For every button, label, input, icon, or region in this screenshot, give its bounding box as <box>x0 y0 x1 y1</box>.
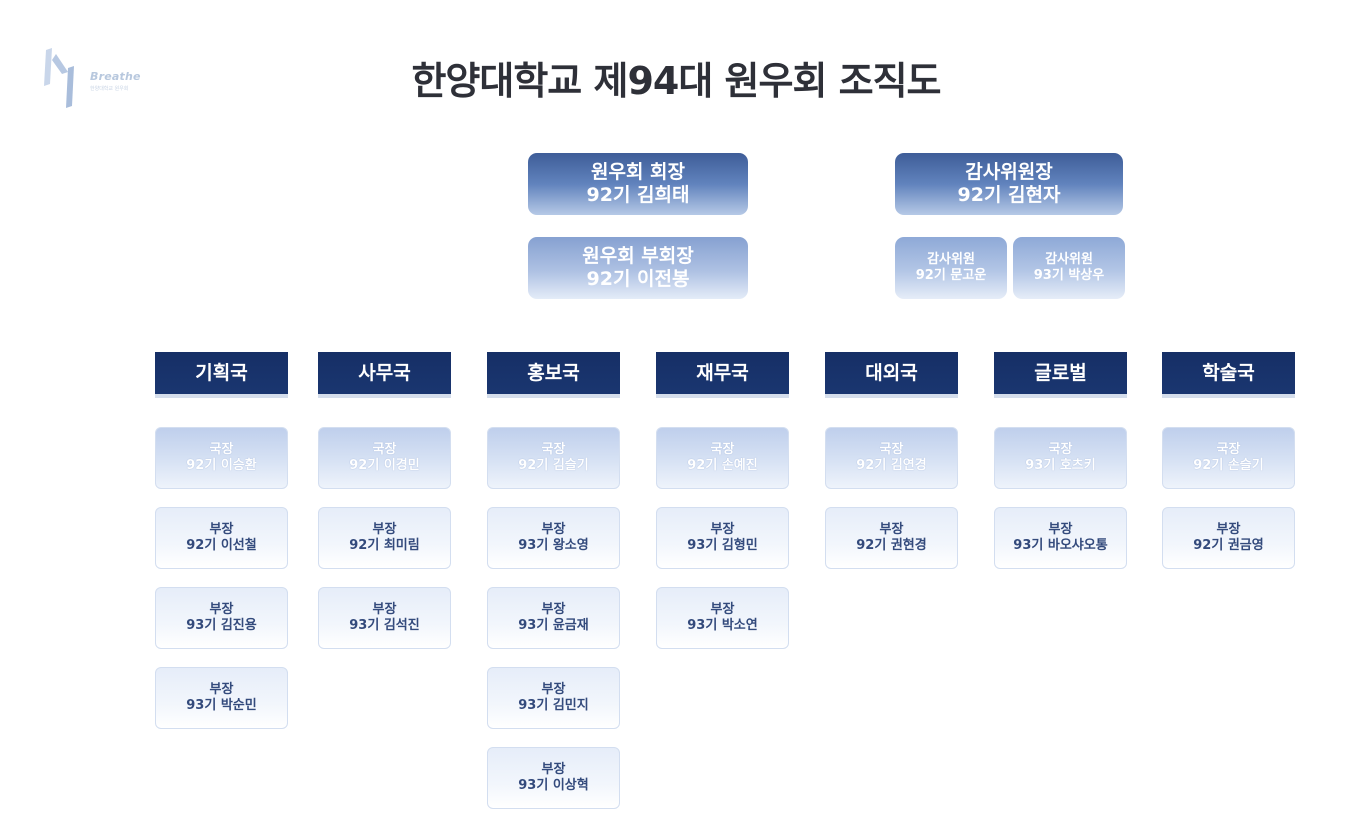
member-role: 부장 <box>1048 522 1073 538</box>
member-role: 부장 <box>1216 522 1241 538</box>
department-header: 글로벌 <box>994 352 1127 394</box>
breathe-logo-icon <box>44 48 74 108</box>
member-role: 부장 <box>541 602 566 618</box>
auditor-box: 감사위원 92기 문고운 <box>895 237 1007 299</box>
member-person: 92기 김연경 <box>856 458 927 473</box>
member-role: 부장 <box>209 522 234 538</box>
member-person: 93기 이상혁 <box>518 778 589 793</box>
audit-chair-person: 92기 김현자 <box>957 184 1061 206</box>
auditor-box: 감사위원 93기 박상우 <box>1013 237 1125 299</box>
member-role: 부장 <box>541 522 566 538</box>
member-role: 부장 <box>209 682 234 698</box>
member-person: 93기 김석진 <box>349 618 420 633</box>
auditor-person: 92기 문고운 <box>915 268 987 283</box>
member-role: 국장 <box>710 442 735 458</box>
member-person: 93기 박순민 <box>186 698 257 713</box>
member-role: 국장 <box>372 442 397 458</box>
member-person: 93기 김진용 <box>186 618 257 633</box>
member-person: 93기 왕소영 <box>518 538 589 553</box>
member-person: 92기 김슬기 <box>518 458 589 473</box>
president-box: 원우회 회장 92기 김희태 <box>528 153 748 215</box>
president-role: 원우회 회장 <box>590 161 685 184</box>
member-person: 93기 김민지 <box>518 698 589 713</box>
member-person: 92기 손예진 <box>687 458 758 473</box>
member-person: 92기 이경민 <box>349 458 420 473</box>
vice-president-person: 92기 이전봉 <box>586 268 690 290</box>
breathe-logo: Breathe 한양대학교 원우회 <box>38 44 168 110</box>
member-person: 92기 이선철 <box>186 538 257 553</box>
member-role: 부장 <box>541 682 566 698</box>
department-header: 사무국 <box>318 352 451 394</box>
department-header: 홍보국 <box>487 352 620 394</box>
vice-president-role: 원우회 부회장 <box>582 245 694 268</box>
member-role: 국장 <box>1048 442 1073 458</box>
page-title: 한양대학교 제94대 원우회 조직도 <box>411 59 941 103</box>
president-person: 92기 김희태 <box>586 184 690 206</box>
logo-name: Breathe <box>90 70 141 83</box>
member-person: 92기 손슬기 <box>1193 458 1264 473</box>
audit-chair-role: 감사위원장 <box>965 161 1053 184</box>
member-role: 국장 <box>541 442 566 458</box>
member-person: 93기 바오샤오통 <box>1013 538 1108 553</box>
auditor-role: 감사위원 <box>927 252 975 268</box>
member-role: 부장 <box>710 522 735 538</box>
member-role: 부장 <box>879 522 904 538</box>
member-role: 국장 <box>209 442 234 458</box>
member-person: 93기 호츠키 <box>1025 458 1096 473</box>
member-person: 92기 권금영 <box>1193 538 1264 553</box>
auditor-role: 감사위원 <box>1045 252 1093 268</box>
member-person: 93기 김형민 <box>687 538 758 553</box>
department-header: 기획국 <box>155 352 288 394</box>
logo-subtitle: 한양대학교 원우회 <box>90 86 129 92</box>
member-role: 부장 <box>209 602 234 618</box>
member-person: 92기 이승환 <box>186 458 257 473</box>
department-header: 재무국 <box>656 352 789 394</box>
member-role: 국장 <box>879 442 904 458</box>
member-role: 부장 <box>710 602 735 618</box>
audit-chair-box: 감사위원장 92기 김현자 <box>895 153 1123 215</box>
member-role: 부장 <box>372 602 397 618</box>
auditor-person: 93기 박상우 <box>1033 268 1105 283</box>
member-person: 93기 윤금재 <box>518 618 589 633</box>
member-person: 92기 권현경 <box>856 538 927 553</box>
member-person: 93기 박소연 <box>687 618 758 633</box>
member-role: 국장 <box>1216 442 1241 458</box>
member-role: 부장 <box>372 522 397 538</box>
member-role: 부장 <box>541 762 566 778</box>
vice-president-box: 원우회 부회장 92기 이전봉 <box>528 237 748 299</box>
department-header: 학술국 <box>1162 352 1295 394</box>
member-person: 92기 최미림 <box>349 538 420 553</box>
department-header: 대외국 <box>825 352 958 394</box>
